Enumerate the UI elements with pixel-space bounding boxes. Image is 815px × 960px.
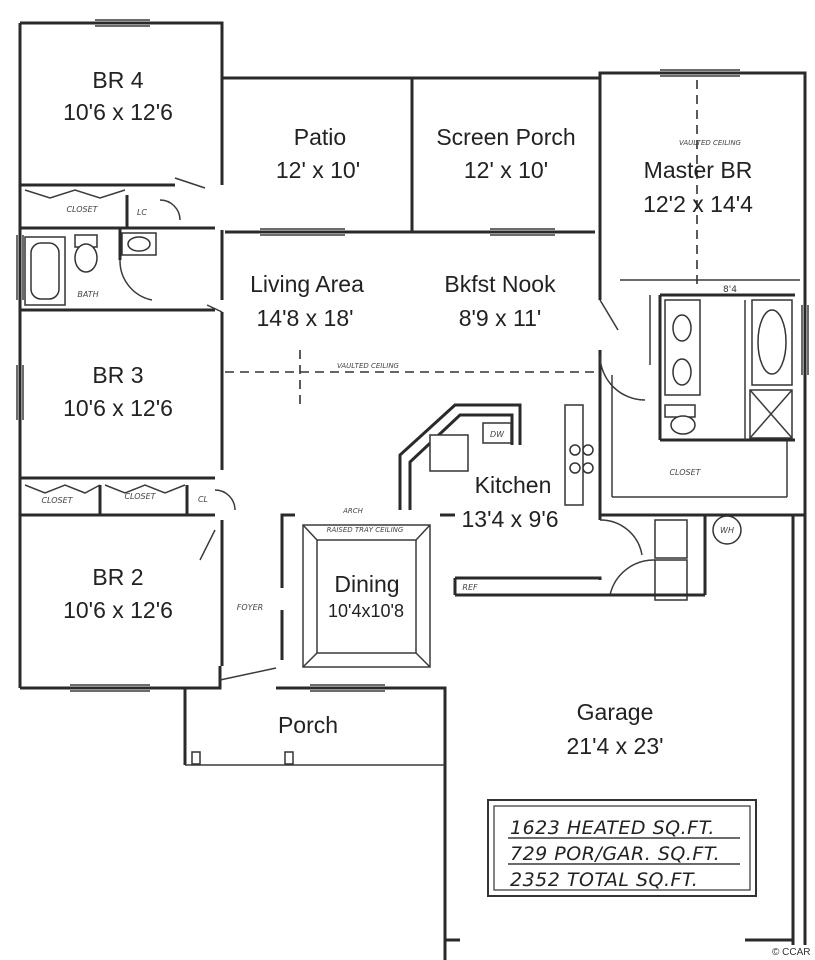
bath-fixtures <box>24 232 793 439</box>
master-br-dims: 12'2 x 14'4 <box>643 191 753 217</box>
room-label-porch: Porch <box>278 712 338 738</box>
dining-dims: 10'4x10'8 <box>328 601 404 621</box>
kitchen-dims: 13'4 x 9'6 <box>461 506 558 532</box>
dining-name: Dining <box>334 571 399 597</box>
vaulted-living-note: VAULTED CEILING <box>337 362 400 370</box>
raised-ceiling-note: RAISED TRAY CEILING <box>327 526 404 534</box>
room-label-garage: Garage 21'4 x 23' <box>566 699 663 759</box>
garage-dims: 21'4 x 23' <box>566 733 663 759</box>
br3-name: BR 3 <box>92 362 143 388</box>
windows <box>16 19 809 692</box>
porch-name: Porch <box>278 712 338 738</box>
lc-note: LC <box>137 208 147 217</box>
area-summary-box: 1623 HEATED SQ.FT. 729 POR/GAR. SQ.FT. 2… <box>487 799 757 897</box>
kitchen-name: Kitchen <box>475 472 552 498</box>
ref-note: REF <box>462 583 478 592</box>
cl-note: CL <box>198 495 208 504</box>
br4-name: BR 4 <box>92 67 143 93</box>
bkfst-nook-name: Bkfst Nook <box>444 271 556 297</box>
interior-walls <box>20 23 805 681</box>
room-label-living-area: Living Area 14'8 x 18' <box>250 271 364 331</box>
patio-dims: 12' x 10' <box>276 157 360 183</box>
screen-porch-name: Screen Porch <box>436 124 575 150</box>
room-label-kitchen: Kitchen 13'4 x 9'6 <box>461 472 558 532</box>
room-label-patio: Patio 12' x 10' <box>276 124 360 183</box>
foyer-note: FOYER <box>237 603 263 612</box>
room-label-br3: BR 3 10'6 x 12'6 <box>63 362 173 421</box>
closet-note-master: CLOSET <box>669 468 701 477</box>
master-br-name: Master BR <box>644 157 753 183</box>
vaulted-ceiling-note: VAULTED CEILING <box>679 139 742 147</box>
room-label-master-br: Master BR 12'2 x 14'4 <box>643 157 753 217</box>
room-label-dining: Dining 10'4x10'8 <box>328 571 404 621</box>
ceiling-lines <box>225 80 698 405</box>
br4-dims: 10'6 x 12'6 <box>63 99 173 125</box>
screen-porch-dims: 12' x 10' <box>464 157 548 183</box>
patio-name: Patio <box>294 124 346 150</box>
room-label-br4: BR 4 10'6 x 12'6 <box>63 67 173 125</box>
closet-doors <box>24 189 236 511</box>
heated-sqft: 1623 HEATED SQ.FT. <box>510 817 715 839</box>
wh-note: WH <box>720 526 734 535</box>
master-bath-width: 8'4 <box>723 285 737 295</box>
plan-notes: CLOSET LC BATH CLOSET CLOSET CL VAULTED … <box>41 139 741 612</box>
bkfst-nook-dims: 8'9 x 11' <box>459 305 542 331</box>
garage-name: Garage <box>577 699 654 725</box>
br2-dims: 10'6 x 12'6 <box>63 597 173 623</box>
copyright-mark: © CCAR <box>772 947 810 958</box>
closet-note-br4: CLOSET <box>66 205 98 214</box>
closet-note-br3: CLOSET <box>41 496 73 505</box>
total-sqft: 2352 TOTAL SQ.FT. <box>510 869 698 891</box>
br2-name: BR 2 <box>92 564 143 590</box>
room-label-br2: BR 2 10'6 x 12'6 <box>63 564 173 623</box>
closet-note-br2: CLOSET <box>124 492 156 501</box>
living-area-dims: 14'8 x 18' <box>256 305 353 331</box>
living-area-name: Living Area <box>250 271 364 297</box>
room-label-screen-porch: Screen Porch 12' x 10' <box>436 124 575 183</box>
por-gar-sqft: 729 POR/GAR. SQ.FT. <box>510 843 720 865</box>
br3-dims: 10'6 x 12'6 <box>63 395 173 421</box>
arch-note: ARCH <box>342 507 364 515</box>
room-label-bkfst-nook: Bkfst Nook 8'9 x 11' <box>444 271 556 331</box>
bath-note: BATH <box>77 290 98 299</box>
dw-note: DW <box>490 430 505 439</box>
